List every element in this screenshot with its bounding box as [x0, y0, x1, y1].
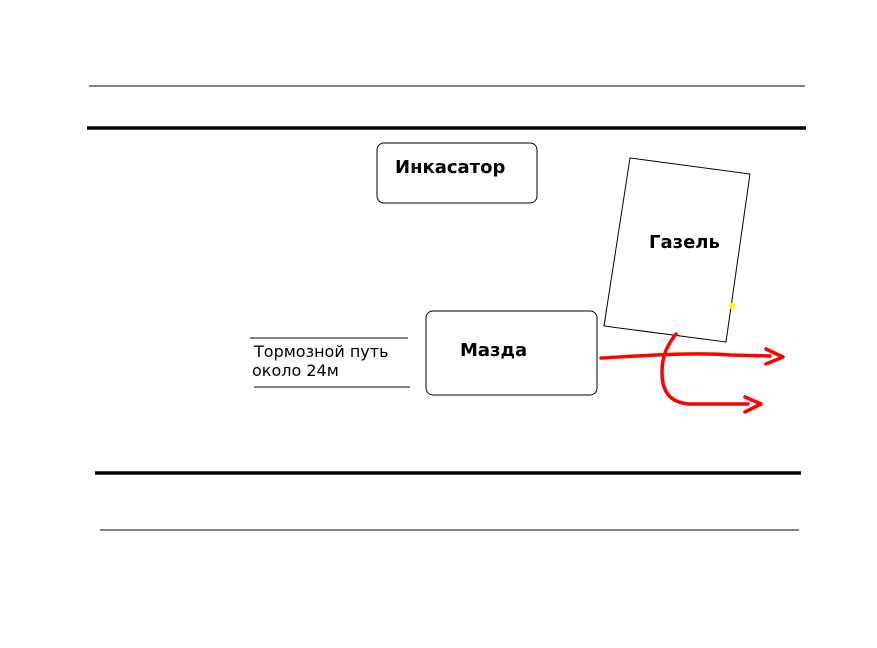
vehicle-inkasator-label: Инкасатор: [395, 157, 505, 178]
trajectory-arrows: [599, 332, 785, 414]
trajectory-arrow-straight: [599, 352, 772, 360]
vehicle-gazel-label: Газель: [649, 232, 720, 253]
vehicle-mazda-label: Мазда: [460, 340, 527, 361]
arrowhead-straight: [764, 347, 785, 366]
vehicle-mazda: Мазда: [425, 310, 598, 396]
impact-marker: [729, 303, 735, 309]
trajectory-arrow-curve: [660, 332, 750, 406]
vehicle-gazel: Газель: [603, 157, 751, 343]
vehicle-mazda-body: [425, 310, 598, 396]
braking-distance-note: Тормозной путь около 24м: [250, 337, 410, 388]
vehicle-inkasator: Инкасатор: [376, 142, 538, 204]
note-text-line2: около 24м: [252, 361, 339, 380]
arrowhead-curve: [743, 395, 763, 414]
vehicle-gazel-body: [603, 157, 751, 343]
note-text-line1: Тормозной путь: [253, 342, 389, 361]
vehicle-inkasator-body: [376, 142, 538, 204]
